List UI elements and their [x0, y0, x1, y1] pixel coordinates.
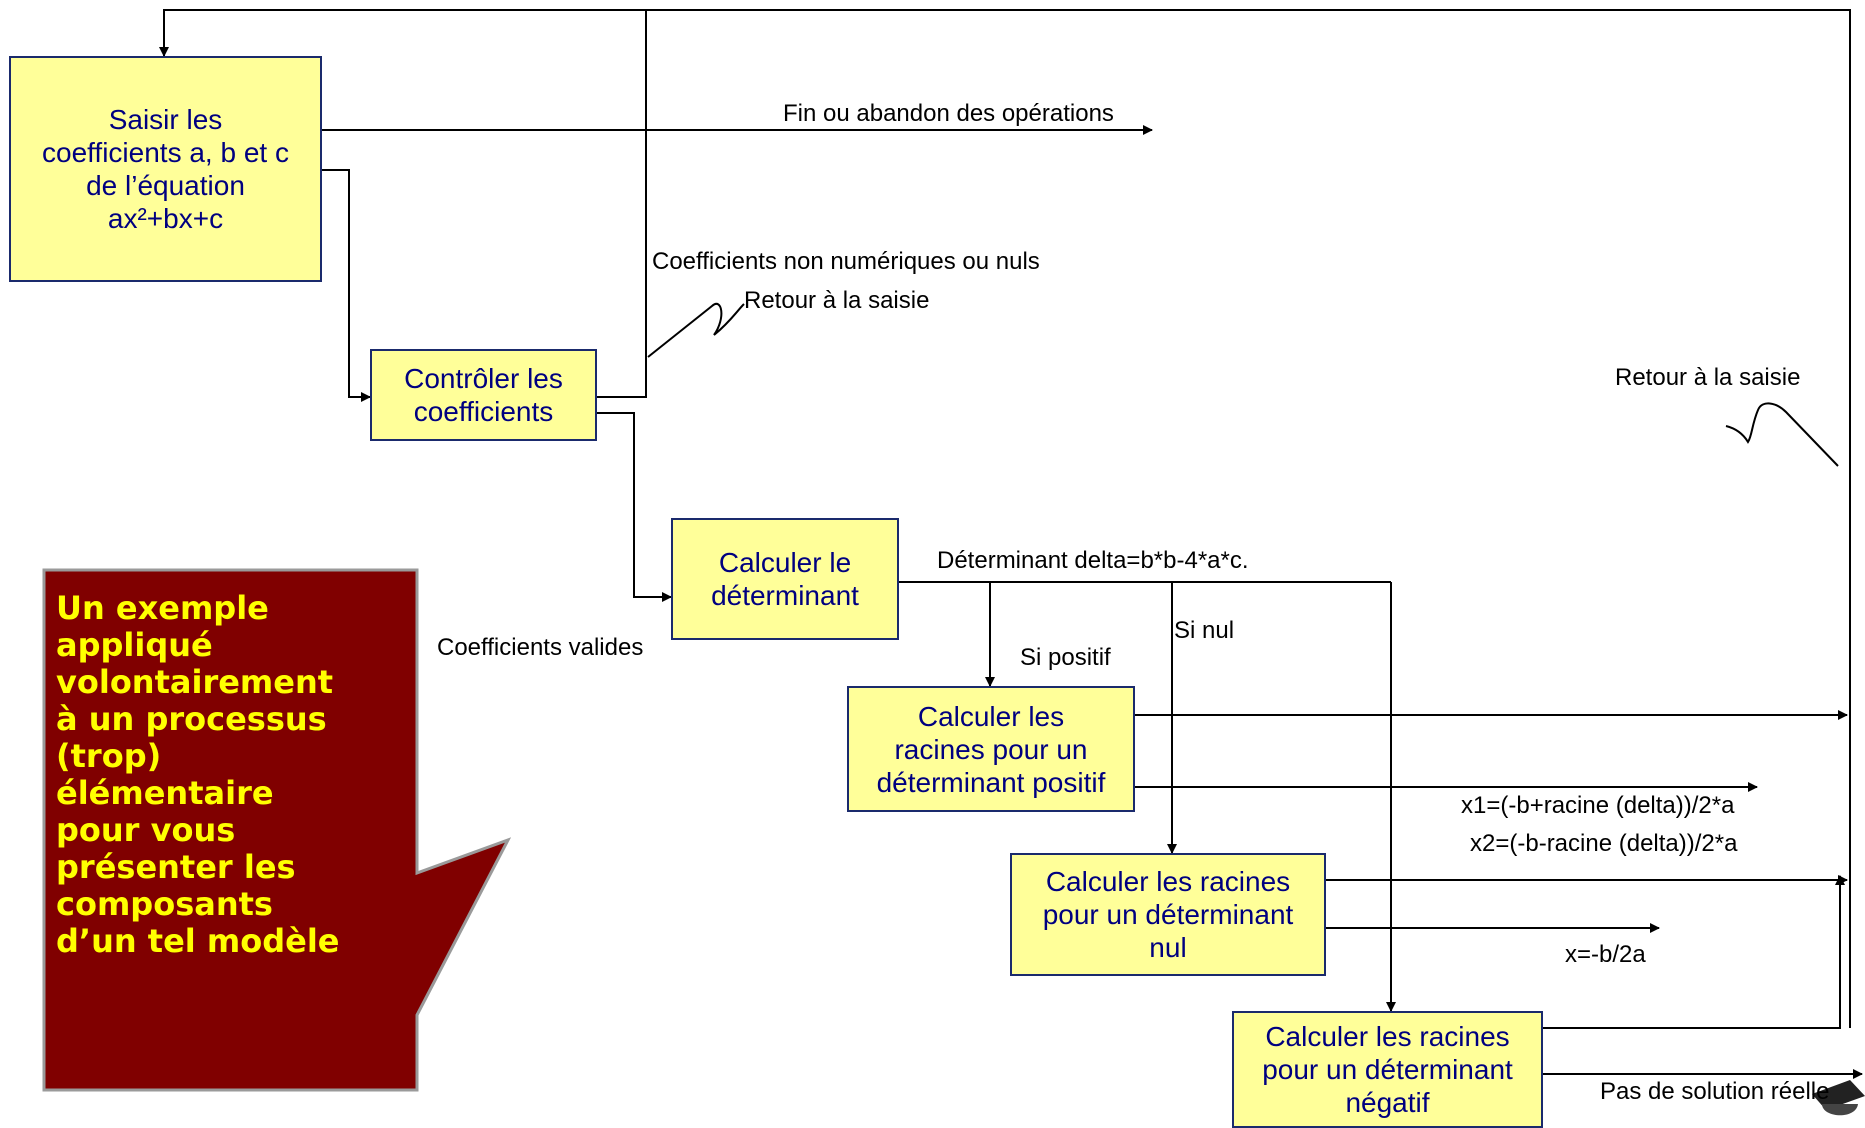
box-determinant-negatif: Calculer les racines pour un déterminant… — [1232, 1011, 1543, 1128]
label-non-numeriques: Coefficients non numériques ou nuls — [652, 248, 1040, 275]
callout-shape — [42, 568, 512, 1092]
box-determinant-nul: Calculer les racines pour un déterminant… — [1010, 853, 1326, 976]
label-x2: x2=(-b-racine (delta))/2*a — [1470, 830, 1738, 857]
label-si-positif: Si positif — [1020, 644, 1111, 671]
box-saisir-coefficients: Saisir les coefficients a, b et c de l’é… — [9, 56, 322, 282]
squiggle-connector-1 — [647, 302, 745, 358]
loop-top-line — [159, 9, 1851, 1028]
label-x0: x=-b/2a — [1565, 941, 1646, 968]
label-pas-de-solution: Pas de solution réelle — [1600, 1078, 1830, 1105]
label-retour-saisie-2: Retour à la saisie — [1615, 364, 1801, 391]
saisir-to-controler-line — [322, 169, 371, 402]
label-fin-abandon: Fin ou abandon des opérations — [783, 100, 1114, 127]
label-si-nul: Si nul — [1174, 617, 1235, 644]
negatif-return-arrow — [1543, 875, 1845, 1029]
callout-text: Un exemple appliqué volontairement à un … — [56, 589, 340, 960]
label-coefficients-valides: Coefficients valides — [437, 634, 644, 661]
label-x1: x1=(-b+racine (delta))/2*a — [1461, 792, 1735, 819]
controler-to-determinant-line — [597, 412, 672, 602]
label-delta: Déterminant delta=b*b-4*a*c. — [937, 547, 1249, 574]
squiggle-connector-2 — [1725, 402, 1839, 467]
controler-return-line — [597, 10, 647, 398]
box-controler-coefficients: Contrôler les coefficients — [370, 349, 597, 441]
graduation-cap-icon — [1812, 1080, 1865, 1116]
box-calculer-determinant: Calculer le déterminant — [671, 518, 899, 640]
label-retour-saisie-1: Retour à la saisie — [744, 287, 930, 314]
box-determinant-positif: Calculer les racines pour un déterminant… — [847, 686, 1135, 812]
